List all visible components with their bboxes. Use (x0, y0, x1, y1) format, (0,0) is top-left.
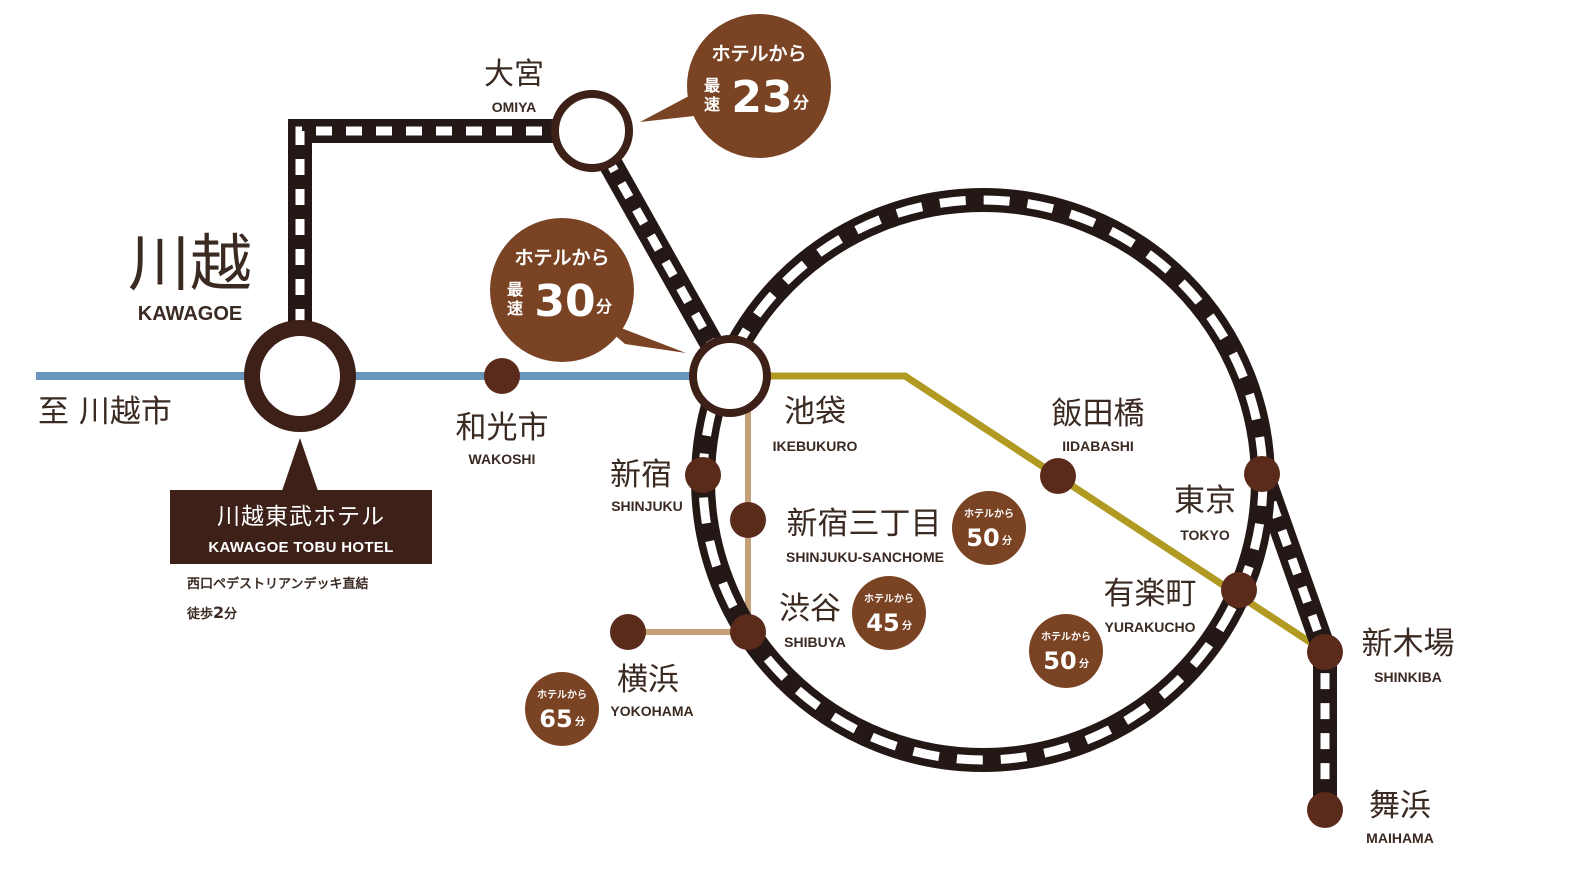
label-shibuya-ja: 渋谷 (779, 591, 841, 627)
bubble-shibuya: ホテルから 45 分 (852, 576, 926, 650)
bubble-omiya-fast1: 最 (704, 76, 721, 95)
hotel-note-deck: 西口ペデストリアンデッキ直結 (187, 577, 369, 592)
hotel-name-en: KAWAGOE TOBU HOTEL (208, 539, 394, 556)
svg-text:ホテルから: ホテルから (964, 508, 1014, 520)
label-shinkiba-ja: 新木場 (1362, 626, 1455, 662)
bubble-omiya-minutes: 23 (731, 72, 792, 123)
bubble-yokohama: ホテルから 65 分 (525, 672, 599, 746)
label-ikebukuro-en: IKEBUKURO (773, 438, 858, 454)
yurakucho-line (730, 372, 1327, 655)
bubble-ikebukuro-unit: 分 (596, 297, 612, 316)
station-yokohama-dot[interactable] (610, 614, 646, 650)
bubble-shinjuku-sanchome: ホテルから 50 分 (952, 491, 1026, 565)
bubble-ikebukuro-fast1: 最 (507, 280, 524, 299)
bubble-omiya-top: ホテルから (711, 43, 806, 65)
label-shinjuku-en: SHINJUKU (611, 498, 683, 514)
station-ikebukuro-ring[interactable] (689, 335, 771, 417)
bubble-ikebukuro-fast2: 速 (507, 299, 523, 318)
bubble-omiya-fast2: 速 (704, 95, 720, 114)
svg-text:分: 分 (575, 715, 585, 728)
label-maihama-en: MAIHAMA (1366, 830, 1434, 846)
bubble-omiya-unit: 分 (793, 93, 809, 112)
station-wakoshi-dot[interactable] (484, 358, 520, 394)
svg-text:65: 65 (539, 705, 572, 733)
label-omiya-en: OMIYA (492, 99, 537, 115)
svg-text:50: 50 (966, 524, 999, 552)
svg-text:45: 45 (866, 609, 899, 637)
bubble-ikebukuro: ホテルから 最 速 30 分 (490, 218, 686, 362)
yamanote-loop (691, 188, 1275, 772)
station-kawagoe-ring[interactable] (244, 320, 356, 432)
station-yurakucho-dot[interactable] (1221, 572, 1257, 608)
station-iidabashi-dot[interactable] (1040, 458, 1076, 494)
jr-kawagoe-line (288, 119, 592, 325)
svg-text:分: 分 (1079, 657, 1089, 670)
origin-name-ja: 川越 (128, 227, 252, 300)
label-yokohama-en: YOKOHAMA (610, 703, 693, 719)
station-shinkiba-dot[interactable] (1307, 634, 1343, 670)
station-shinjuku-sanchome-dot[interactable] (730, 502, 766, 538)
bubble-yurakucho: ホテルから 50 分 (1029, 614, 1103, 688)
hotel-note-walk: 徒歩2分 (187, 603, 237, 622)
station-shibuya-dot[interactable] (730, 614, 766, 650)
svg-text:ホテルから: ホテルから (537, 689, 587, 701)
label-tokyo-ja: 東京 (1174, 483, 1236, 519)
label-iidabashi-en: IIDABASHI (1062, 438, 1134, 454)
label-maihama-ja: 舞浜 (1369, 788, 1431, 824)
hotel-name-ja: 川越東武ホテル (217, 504, 385, 530)
hotel-walk-minutes: 2 (213, 603, 225, 622)
label-omiya-ja: 大宮 (484, 57, 544, 92)
svg-text:ホテルから: ホテルから (864, 593, 914, 605)
svg-text:ホテルから: ホテルから (1041, 631, 1091, 643)
bubble-ikebukuro-top: ホテルから (514, 247, 609, 269)
label-shinjuku-sanchome-ja: 新宿三丁目 (787, 506, 942, 542)
bubble-omiya: ホテルから 最 速 23 分 (640, 14, 831, 158)
label-shinjuku-sanchome-en: SHINJUKU-SANCHOME (786, 549, 944, 565)
station-maihama-dot[interactable] (1307, 792, 1343, 828)
station-shinjuku-dot[interactable] (685, 457, 721, 493)
hotel-box[interactable]: 川越東武ホテル KAWAGOE TOBU HOTEL (170, 490, 432, 564)
label-yurakucho-en: YURAKUCHO (1105, 619, 1196, 635)
label-wakoshi-en: WAKOSHI (469, 451, 536, 467)
origin-direction: 至 川越市 (38, 394, 172, 430)
svg-text:分: 分 (902, 619, 912, 632)
label-shinkiba-en: SHINKIBA (1374, 669, 1442, 685)
hotel-pointer (282, 438, 318, 491)
hotel-walk-prefix: 徒歩 (187, 607, 214, 622)
label-iidabashi-ja: 飯田橋 (1052, 396, 1145, 432)
label-shinjuku-ja: 新宿 (610, 457, 672, 493)
label-yurakucho-ja: 有楽町 (1104, 576, 1197, 612)
label-shibuya-en: SHIBUYA (784, 634, 846, 650)
station-tokyo-dot[interactable] (1244, 456, 1280, 492)
svg-text:50: 50 (1043, 647, 1076, 675)
svg-text:分: 分 (1002, 534, 1012, 547)
station-omiya-ring[interactable] (551, 90, 633, 172)
label-ikebukuro-ja: 池袋 (784, 394, 846, 430)
label-tokyo-en: TOKYO (1180, 527, 1230, 543)
origin-name-en: KAWAGOE (138, 303, 242, 325)
label-wakoshi-ja: 和光市 (456, 410, 549, 446)
hotel-walk-unit: 分 (224, 607, 238, 622)
label-yokohama-ja: 横浜 (617, 662, 679, 698)
saikyo-line (581, 125, 741, 382)
bubble-ikebukuro-minutes: 30 (534, 276, 595, 327)
